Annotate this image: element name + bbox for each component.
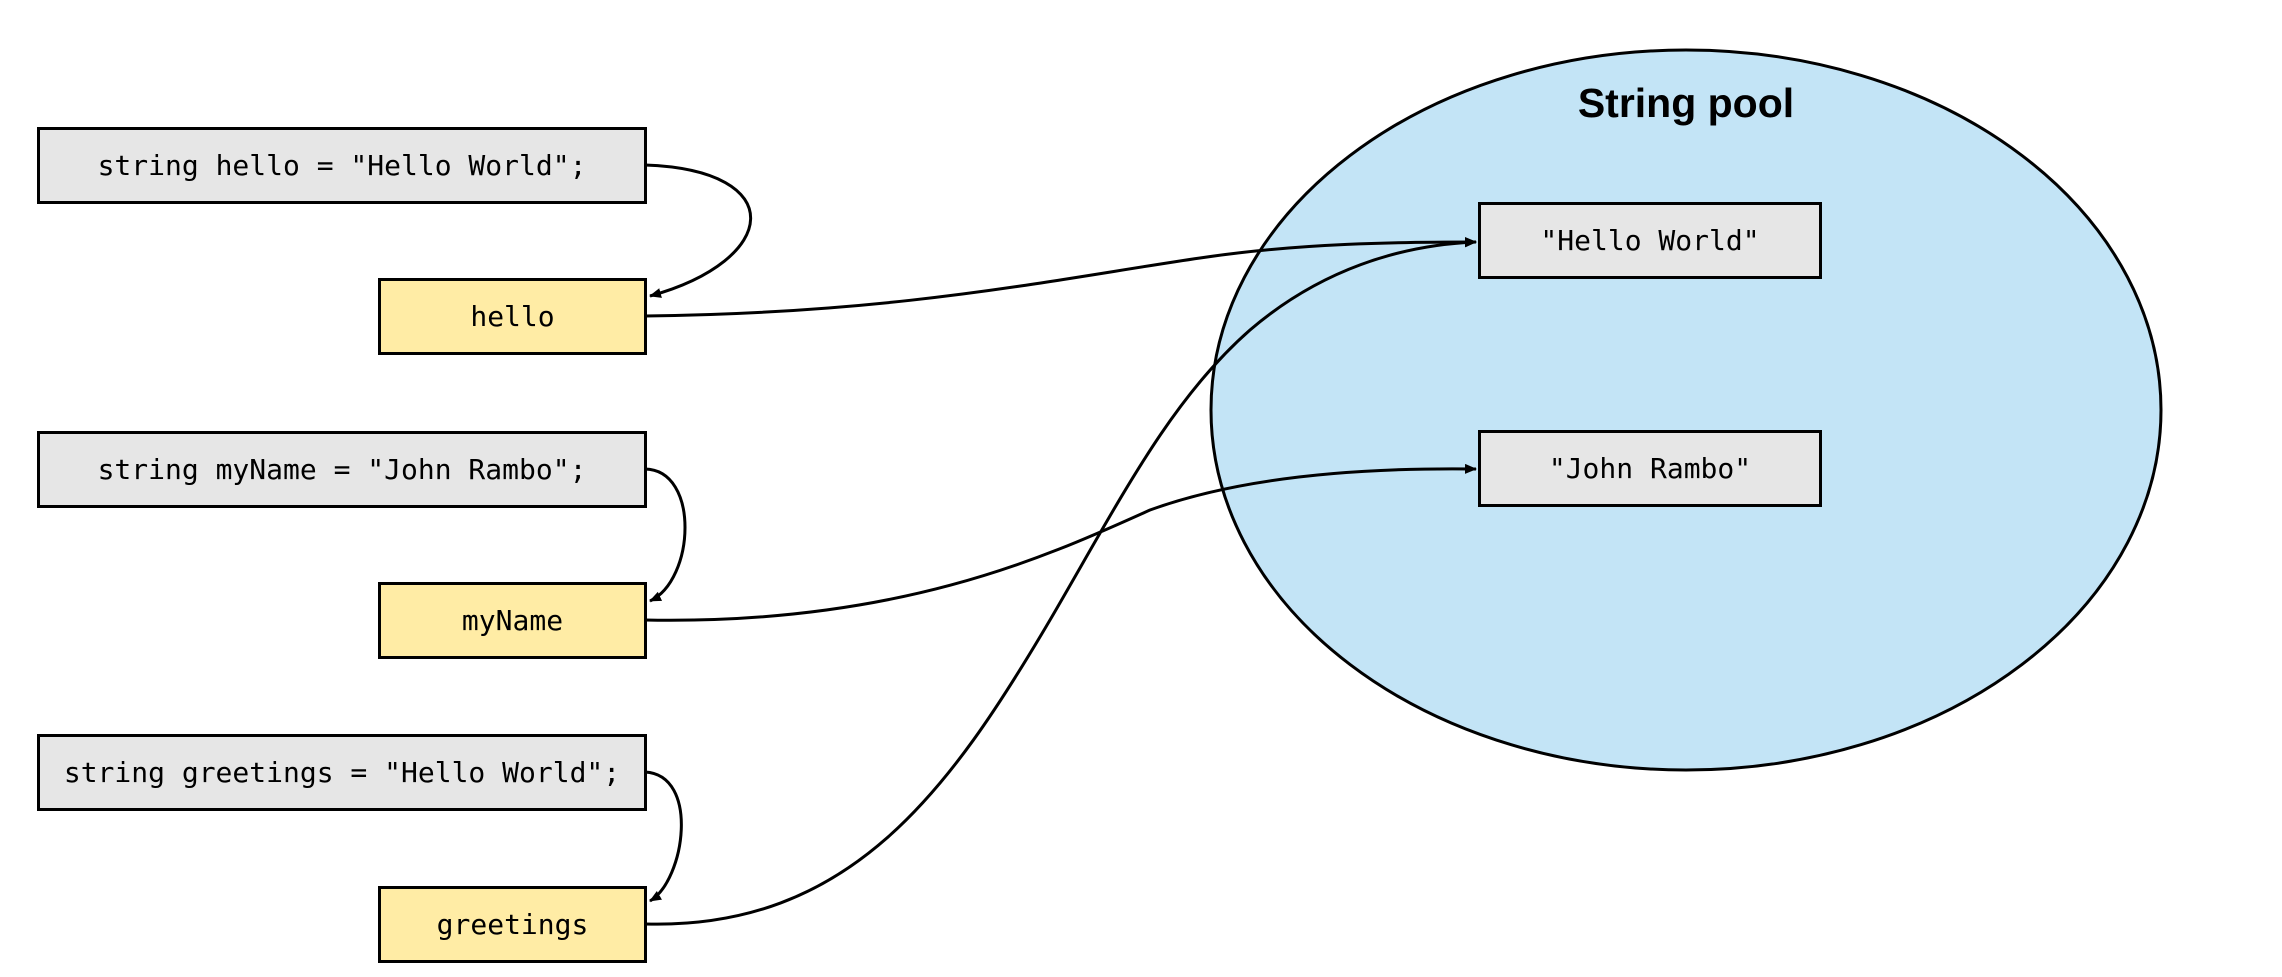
code-line-myname: string myName = "John Rambo"; [37,431,647,508]
pool-string-hello-world: "Hello World" [1478,202,1822,279]
code-line-greetings: string greetings = "Hello World"; [37,734,647,811]
variable-hello: hello [378,278,647,355]
string-pool-title: String pool [1577,80,1795,126]
declaration-arrow-myname [644,467,687,603]
variable-greetings: greetings [378,886,647,963]
declaration-arrow-hello [644,163,753,298]
reference-arrow-myname [644,463,1477,622]
pool-string-john-rambo: "John Rambo" [1478,430,1822,507]
declaration-arrow-greetings [644,770,683,903]
variable-myname: myName [378,582,647,659]
string-pool-ellipse [1209,48,2163,772]
reference-arrow-hello [644,237,1477,318]
reference-arrow-greetings [644,237,1477,926]
code-line-hello: string hello = "Hello World"; [37,127,647,204]
